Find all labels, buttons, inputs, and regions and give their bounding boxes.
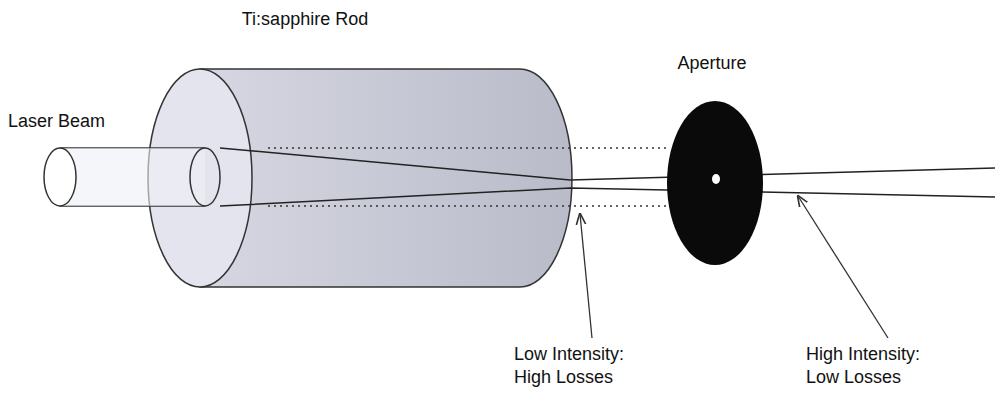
focused-beam xyxy=(220,148,995,206)
beam-entry xyxy=(190,148,220,206)
part-name: Ti:sapphire Rod xyxy=(205,8,405,31)
part-name: Laser Beam xyxy=(8,110,168,133)
leader-arrow xyxy=(580,214,592,338)
beam-tube xyxy=(60,148,205,206)
leader-arrow xyxy=(798,196,888,338)
part-name: Aperture xyxy=(642,52,782,75)
annotation: High Intensity: Low Losses xyxy=(806,343,940,389)
aperture-hole xyxy=(712,174,720,184)
aperture-disk xyxy=(667,101,763,265)
beam-end xyxy=(44,148,76,206)
annotation: Low Intensity: High Losses xyxy=(514,343,648,389)
dotted-beam-edge xyxy=(268,148,668,206)
rod-body xyxy=(200,69,572,287)
beam-tube-fill xyxy=(60,148,205,206)
